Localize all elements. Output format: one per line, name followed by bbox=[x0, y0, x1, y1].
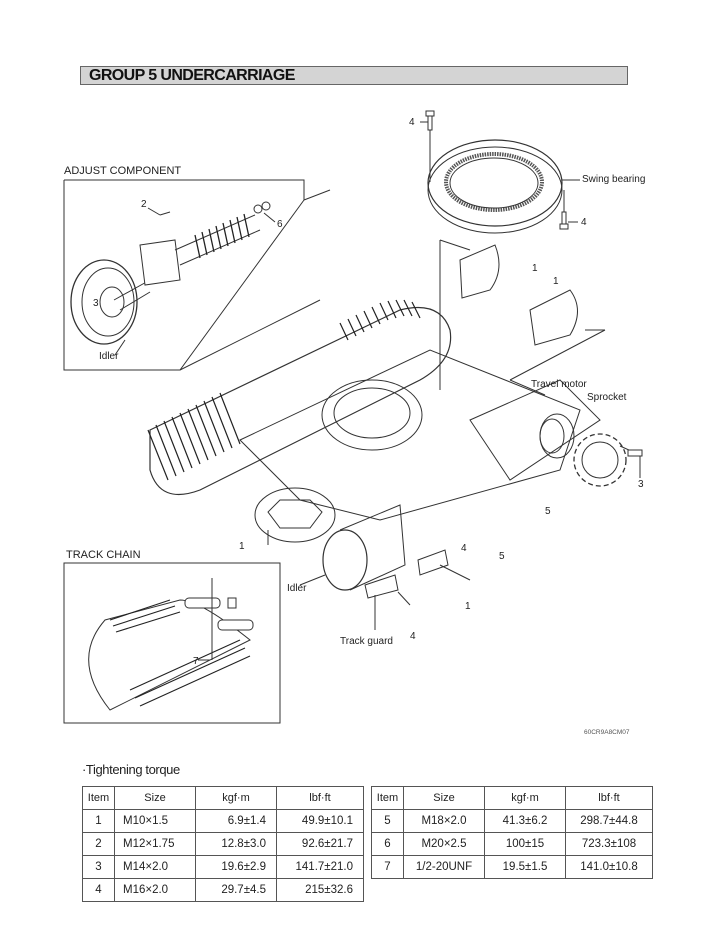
callout-number: 2 bbox=[141, 199, 147, 210]
cell-size: M16×2.0 bbox=[114, 878, 196, 902]
cell-lbf-ft: 723.3±108 bbox=[565, 832, 653, 856]
swing-bearing-drawing bbox=[420, 110, 580, 234]
cell-size: 1/2-20UNF bbox=[403, 855, 485, 879]
drawing-code: 60CR9A8CM07 bbox=[584, 729, 630, 736]
callout-number: 1 bbox=[553, 276, 559, 287]
callout-number: 4 bbox=[461, 543, 467, 554]
cell-size: M12×1.75 bbox=[114, 832, 196, 856]
undercarriage-exploded-diagram bbox=[63, 110, 643, 724]
track-chain-frame bbox=[63, 562, 281, 724]
cell-lbf-ft: 298.7±44.8 bbox=[565, 809, 653, 833]
torque-table-right: Item Size kgf·m lbf·ft 5 M18×2.0 41.3±6.… bbox=[371, 786, 653, 879]
cell-item: 1 bbox=[82, 809, 115, 833]
cell-kgf-m: 41.3±6.2 bbox=[484, 809, 566, 833]
label-sprocket: Sprocket bbox=[587, 392, 627, 403]
label-swing-bearing: Swing bearing bbox=[582, 174, 646, 185]
cell-size: M20×2.5 bbox=[403, 832, 485, 856]
callout-number: 1 bbox=[532, 263, 538, 274]
track-frame-drawing bbox=[147, 239, 643, 630]
adjust-component-frame bbox=[63, 179, 331, 371]
cell-kgf-m: 100±15 bbox=[484, 832, 566, 856]
callout-number: 4 bbox=[409, 117, 415, 128]
label-idler-main: Idler bbox=[287, 583, 307, 594]
table-row: 4 M16×2.0 29.7±4.5 215±32.6 bbox=[82, 878, 364, 902]
cell-item: 4 bbox=[82, 878, 115, 902]
cell-kgf-m: 29.7±4.5 bbox=[195, 878, 277, 902]
cell-kgf-m: 12.8±3.0 bbox=[195, 832, 277, 856]
callout-number: 7 bbox=[193, 656, 199, 667]
header-kgf-m: kgf·m bbox=[484, 786, 566, 810]
header-lbf-ft: lbf·ft bbox=[565, 786, 653, 810]
section-title-bar: GROUP 5 UNDERCARRIAGE bbox=[80, 66, 628, 85]
cell-item: 7 bbox=[371, 855, 404, 879]
header-size: Size bbox=[403, 786, 485, 810]
label-travel-motor: Travel motor bbox=[531, 379, 587, 390]
cell-lbf-ft: 141.0±10.8 bbox=[565, 855, 653, 879]
callout-number: 3 bbox=[93, 298, 99, 309]
callout-number: 4 bbox=[581, 217, 587, 228]
cell-kgf-m: 6.9±1.4 bbox=[195, 809, 277, 833]
callout-number: 6 bbox=[277, 219, 283, 230]
table-row: 5 M18×2.0 41.3±6.2 298.7±44.8 bbox=[371, 809, 653, 833]
table-row: 7 1/2-20UNF 19.5±1.5 141.0±10.8 bbox=[371, 855, 653, 879]
section-label-track-chain: TRACK CHAIN bbox=[66, 549, 141, 561]
cell-lbf-ft: 215±32.6 bbox=[276, 878, 364, 902]
cell-item: 5 bbox=[371, 809, 404, 833]
table-row: 3 M14×2.0 19.6±2.9 141.7±21.0 bbox=[82, 855, 364, 879]
table-row: 6 M20×2.5 100±15 723.3±108 bbox=[371, 832, 653, 856]
callout-number: 1 bbox=[239, 541, 245, 552]
page-title: GROUP 5 UNDERCARRIAGE bbox=[89, 67, 295, 84]
torque-table-left: Item Size kgf·m lbf·ft 1 M10×1.5 6.9±1.4… bbox=[82, 786, 364, 902]
cell-size: M18×2.0 bbox=[403, 809, 485, 833]
cell-item: 6 bbox=[371, 832, 404, 856]
cell-size: M10×1.5 bbox=[114, 809, 196, 833]
cell-item: 3 bbox=[82, 855, 115, 879]
cell-lbf-ft: 141.7±21.0 bbox=[276, 855, 364, 879]
table-row: 1 M10×1.5 6.9±1.4 49.9±10.1 bbox=[82, 809, 364, 833]
cell-kgf-m: 19.5±1.5 bbox=[484, 855, 566, 879]
section-label-adjust-component: ADJUST COMPONENT bbox=[64, 165, 182, 177]
label-idler-adjust: Idler bbox=[99, 351, 119, 362]
header-item: Item bbox=[82, 786, 115, 810]
table-header-row: Item Size kgf·m lbf·ft bbox=[82, 786, 364, 810]
cell-item: 2 bbox=[82, 832, 115, 856]
cell-kgf-m: 19.6±2.9 bbox=[195, 855, 277, 879]
callout-number: 4 bbox=[410, 631, 416, 642]
cell-lbf-ft: 49.9±10.1 bbox=[276, 809, 364, 833]
header-lbf-ft: lbf·ft bbox=[276, 786, 364, 810]
label-track-guard: Track guard bbox=[340, 636, 393, 647]
callout-number: 5 bbox=[545, 506, 551, 517]
callout-number: 1 bbox=[465, 601, 471, 612]
cell-lbf-ft: 92.6±21.7 bbox=[276, 832, 364, 856]
header-item: Item bbox=[371, 786, 404, 810]
header-size: Size bbox=[114, 786, 196, 810]
cell-size: M14×2.0 bbox=[114, 855, 196, 879]
table-row: 2 M12×1.75 12.8±3.0 92.6±21.7 bbox=[82, 832, 364, 856]
header-kgf-m: kgf·m bbox=[195, 786, 277, 810]
torque-title: ·Tightening torque bbox=[82, 762, 180, 777]
callout-number: 5 bbox=[499, 551, 505, 562]
callout-number: 3 bbox=[638, 479, 644, 490]
table-header-row: Item Size kgf·m lbf·ft bbox=[371, 786, 653, 810]
